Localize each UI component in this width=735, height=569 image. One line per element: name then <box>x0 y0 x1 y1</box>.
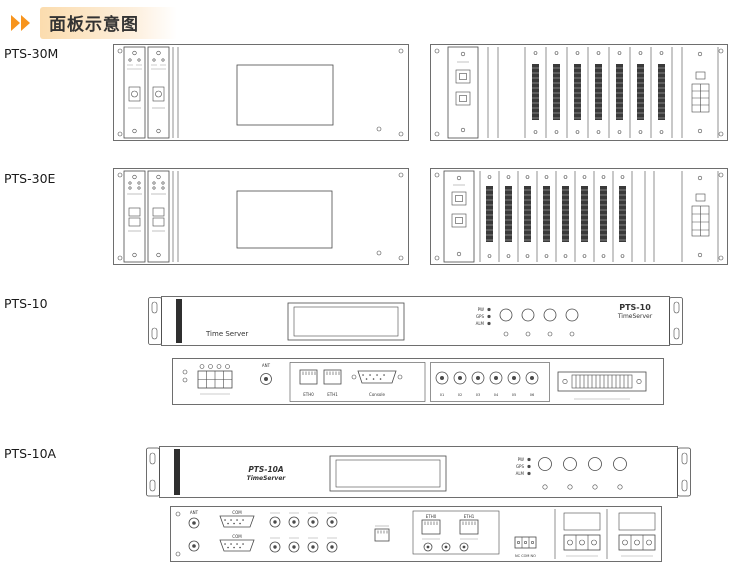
pts10a-rear-panel-drawing: ANT COM COM <box>170 506 662 562</box>
rack-ear <box>148 297 162 345</box>
plugin-module <box>123 170 146 263</box>
svg-text:04: 04 <box>494 393 499 397</box>
svg-text:02: 02 <box>458 393 462 397</box>
pts10-rear-panel-drawing: ANT ETH0 ETH1 Console <box>172 358 664 405</box>
fiber-module <box>443 170 475 263</box>
svg-text:PW: PW <box>478 307 484 312</box>
page-title: 面板示意图 <box>40 7 177 39</box>
svg-text:PTS-10A: PTS-10A <box>248 465 284 474</box>
brand-text: PTS-10A TimeServer <box>247 465 287 482</box>
lcd-display <box>236 190 333 249</box>
io-card-slots <box>524 47 673 138</box>
section-label-pts30m: PTS-30M <box>4 46 59 61</box>
svg-text:NC COM NO: NC COM NO <box>515 554 536 558</box>
rack-ear <box>677 447 691 497</box>
section-label-pts10: PTS-10 <box>4 296 48 311</box>
svg-text:ALM: ALM <box>516 471 525 476</box>
lcd-display <box>329 455 447 492</box>
bnc-output-group: 01 02 03 04 05 06 <box>430 362 550 402</box>
svg-text:ETH0: ETH0 <box>426 514 437 519</box>
lcd-display <box>287 302 405 341</box>
pts30m-front-panel-drawing <box>113 44 409 141</box>
svg-text:PW: PW <box>518 457 524 462</box>
svg-text:ETH0: ETH0 <box>303 392 314 397</box>
ant-connector: ANT <box>188 510 200 552</box>
svg-text:05: 05 <box>512 393 516 397</box>
svg-text:ANT: ANT <box>262 363 271 368</box>
pts30e-rear-panel-drawing <box>430 168 728 265</box>
section-label-pts30e: PTS-30E <box>4 171 56 186</box>
power-terminal-1 <box>563 512 601 557</box>
page-header: 面板示意图 <box>10 7 177 39</box>
svg-text:ANT: ANT <box>190 510 199 515</box>
com1-db9-connector: COM <box>219 510 255 528</box>
svg-text:01: 01 <box>440 393 444 397</box>
led-indicators: PW GPS ALM <box>516 457 531 476</box>
svg-text:ALM: ALM <box>476 321 485 326</box>
svg-text:COM: COM <box>232 510 242 515</box>
section-label-pts10a: PTS-10A <box>4 446 57 461</box>
relay-terminal: NC COM NO <box>514 536 537 558</box>
front-buttons <box>538 457 627 490</box>
eth1-port: ETH1 <box>323 369 342 397</box>
io-card-slots <box>479 171 633 262</box>
ethernet-group: ETH0 ETH1 <box>412 510 500 555</box>
signal-terminal-strip <box>557 371 647 400</box>
svg-text:06: 06 <box>530 393 534 397</box>
pts30e-front-panel-drawing <box>113 168 409 265</box>
power-terminal-block <box>197 364 233 395</box>
svg-text:03: 03 <box>476 393 480 397</box>
svg-text:GPS: GPS <box>476 314 485 319</box>
front-trim-bar <box>176 299 182 343</box>
front-buttons <box>499 308 579 337</box>
pts30m-rear-panel-drawing <box>430 44 728 141</box>
brand-text: PTS-10 TimeServer <box>617 303 653 320</box>
chevron-icon <box>11 15 30 31</box>
svg-text:ETH1: ETH1 <box>327 392 338 397</box>
device-text: Time Server <box>205 330 248 338</box>
eth0-port: ETH0 <box>299 369 318 397</box>
bnc-output-rows <box>269 512 338 553</box>
power-terminal-2 <box>618 512 656 557</box>
front-trim-bar <box>174 449 180 495</box>
lcd-display <box>236 64 334 126</box>
aux-port <box>374 525 390 542</box>
pts10-front-panel-drawing: Time Server PW GPS ALM PTS-10 TimeServer <box>148 296 683 346</box>
plugin-module <box>123 46 146 139</box>
fiber-module <box>447 46 479 139</box>
svg-text:COM: COM <box>232 534 242 539</box>
rack-ear <box>669 297 683 345</box>
console-db9-connector: Console <box>351 370 403 397</box>
led-indicators: PW GPS ALM <box>476 307 491 326</box>
rack-ear <box>146 447 160 497</box>
svg-text:TimeServer: TimeServer <box>247 475 287 482</box>
svg-text:Console: Console <box>369 392 385 397</box>
plugin-module <box>147 170 170 263</box>
ant-connector: ANT <box>260 363 272 385</box>
svg-text:TimeServer: TimeServer <box>617 313 653 320</box>
svg-text:PTS-10: PTS-10 <box>619 303 651 312</box>
com2-db9-connector: COM <box>219 534 255 552</box>
svg-text:GPS: GPS <box>516 464 525 469</box>
output-module <box>681 47 719 138</box>
output-module <box>681 171 719 262</box>
svg-text:ETH1: ETH1 <box>464 514 475 519</box>
plugin-module <box>147 46 170 139</box>
comm-port-group: ETH0 ETH1 Console <box>289 362 426 402</box>
pts10a-front-panel-drawing: PTS-10A TimeServer PW GPS ALM <box>146 446 691 498</box>
